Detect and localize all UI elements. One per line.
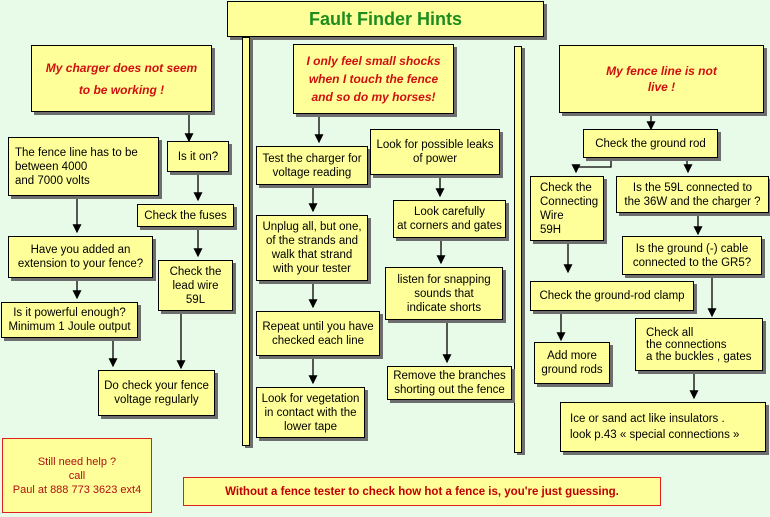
check-voltage-box: Do check your fence voltage regularly	[98, 370, 215, 416]
shocks-header: I only feel small shocks when I touch th…	[293, 44, 454, 114]
leaks-box: Look for possible leaks of power	[370, 129, 500, 175]
ground-cable-box: Is the ground (-) cable connected to the…	[622, 236, 762, 275]
column-divider-right	[514, 46, 522, 453]
check-lead-wire-box: Check the lead wire 59L	[158, 260, 233, 311]
is-it-on-box: Is it on?	[167, 141, 229, 172]
repeat-box: Repeat until you have checked each line	[256, 311, 380, 356]
ground-rod-box: Check the ground rod	[583, 129, 718, 158]
connections-box: Check all the connections a the buckles …	[635, 318, 763, 371]
unplug-box: Unplug all, but one, of the strands and …	[256, 215, 368, 281]
column-divider-left	[242, 37, 250, 446]
charger-header: My charger does not seem to be working !	[31, 45, 212, 112]
insulators-box: Ice or sand act like insulators . look p…	[560, 402, 766, 452]
59l-connected-box: Is the 59L connected to the 36W and the …	[616, 176, 769, 213]
remove-branches-box: Remove the branches shorting out the fen…	[387, 366, 512, 400]
help-contact-box: Still need help ? call Paul at 888 773 3…	[2, 438, 152, 513]
ground-rod-clamp-box: Check the ground-rod clamp	[530, 281, 694, 311]
test-charger-box: Test the charger for voltage reading	[256, 146, 368, 185]
check-fuses-box: Check the fuses	[137, 204, 234, 227]
connecting-wire-box: Check the Connecting Wire 59H	[530, 176, 604, 241]
more-rods-box: Add more ground rods	[534, 342, 610, 384]
not-live-header: My fence line is not live !	[559, 45, 764, 113]
added-extension-box: Have you added an extension to your fenc…	[8, 236, 153, 278]
snapping-box: listen for snapping sounds that indicate…	[385, 267, 503, 320]
fence-line-volts-box: The fence line has to be between 4000 an…	[8, 137, 159, 196]
footer-warning: Without a fence tester to check how hot …	[183, 477, 661, 506]
powerful-enough-box: Is it powerful enough? Minimum 1 Joule o…	[1, 302, 138, 338]
vegetation-box: Look for vegetation in contact with the …	[256, 387, 365, 438]
page-title: Fault Finder Hints	[227, 1, 544, 37]
corners-box: Look carefully at corners and gates	[393, 200, 506, 238]
